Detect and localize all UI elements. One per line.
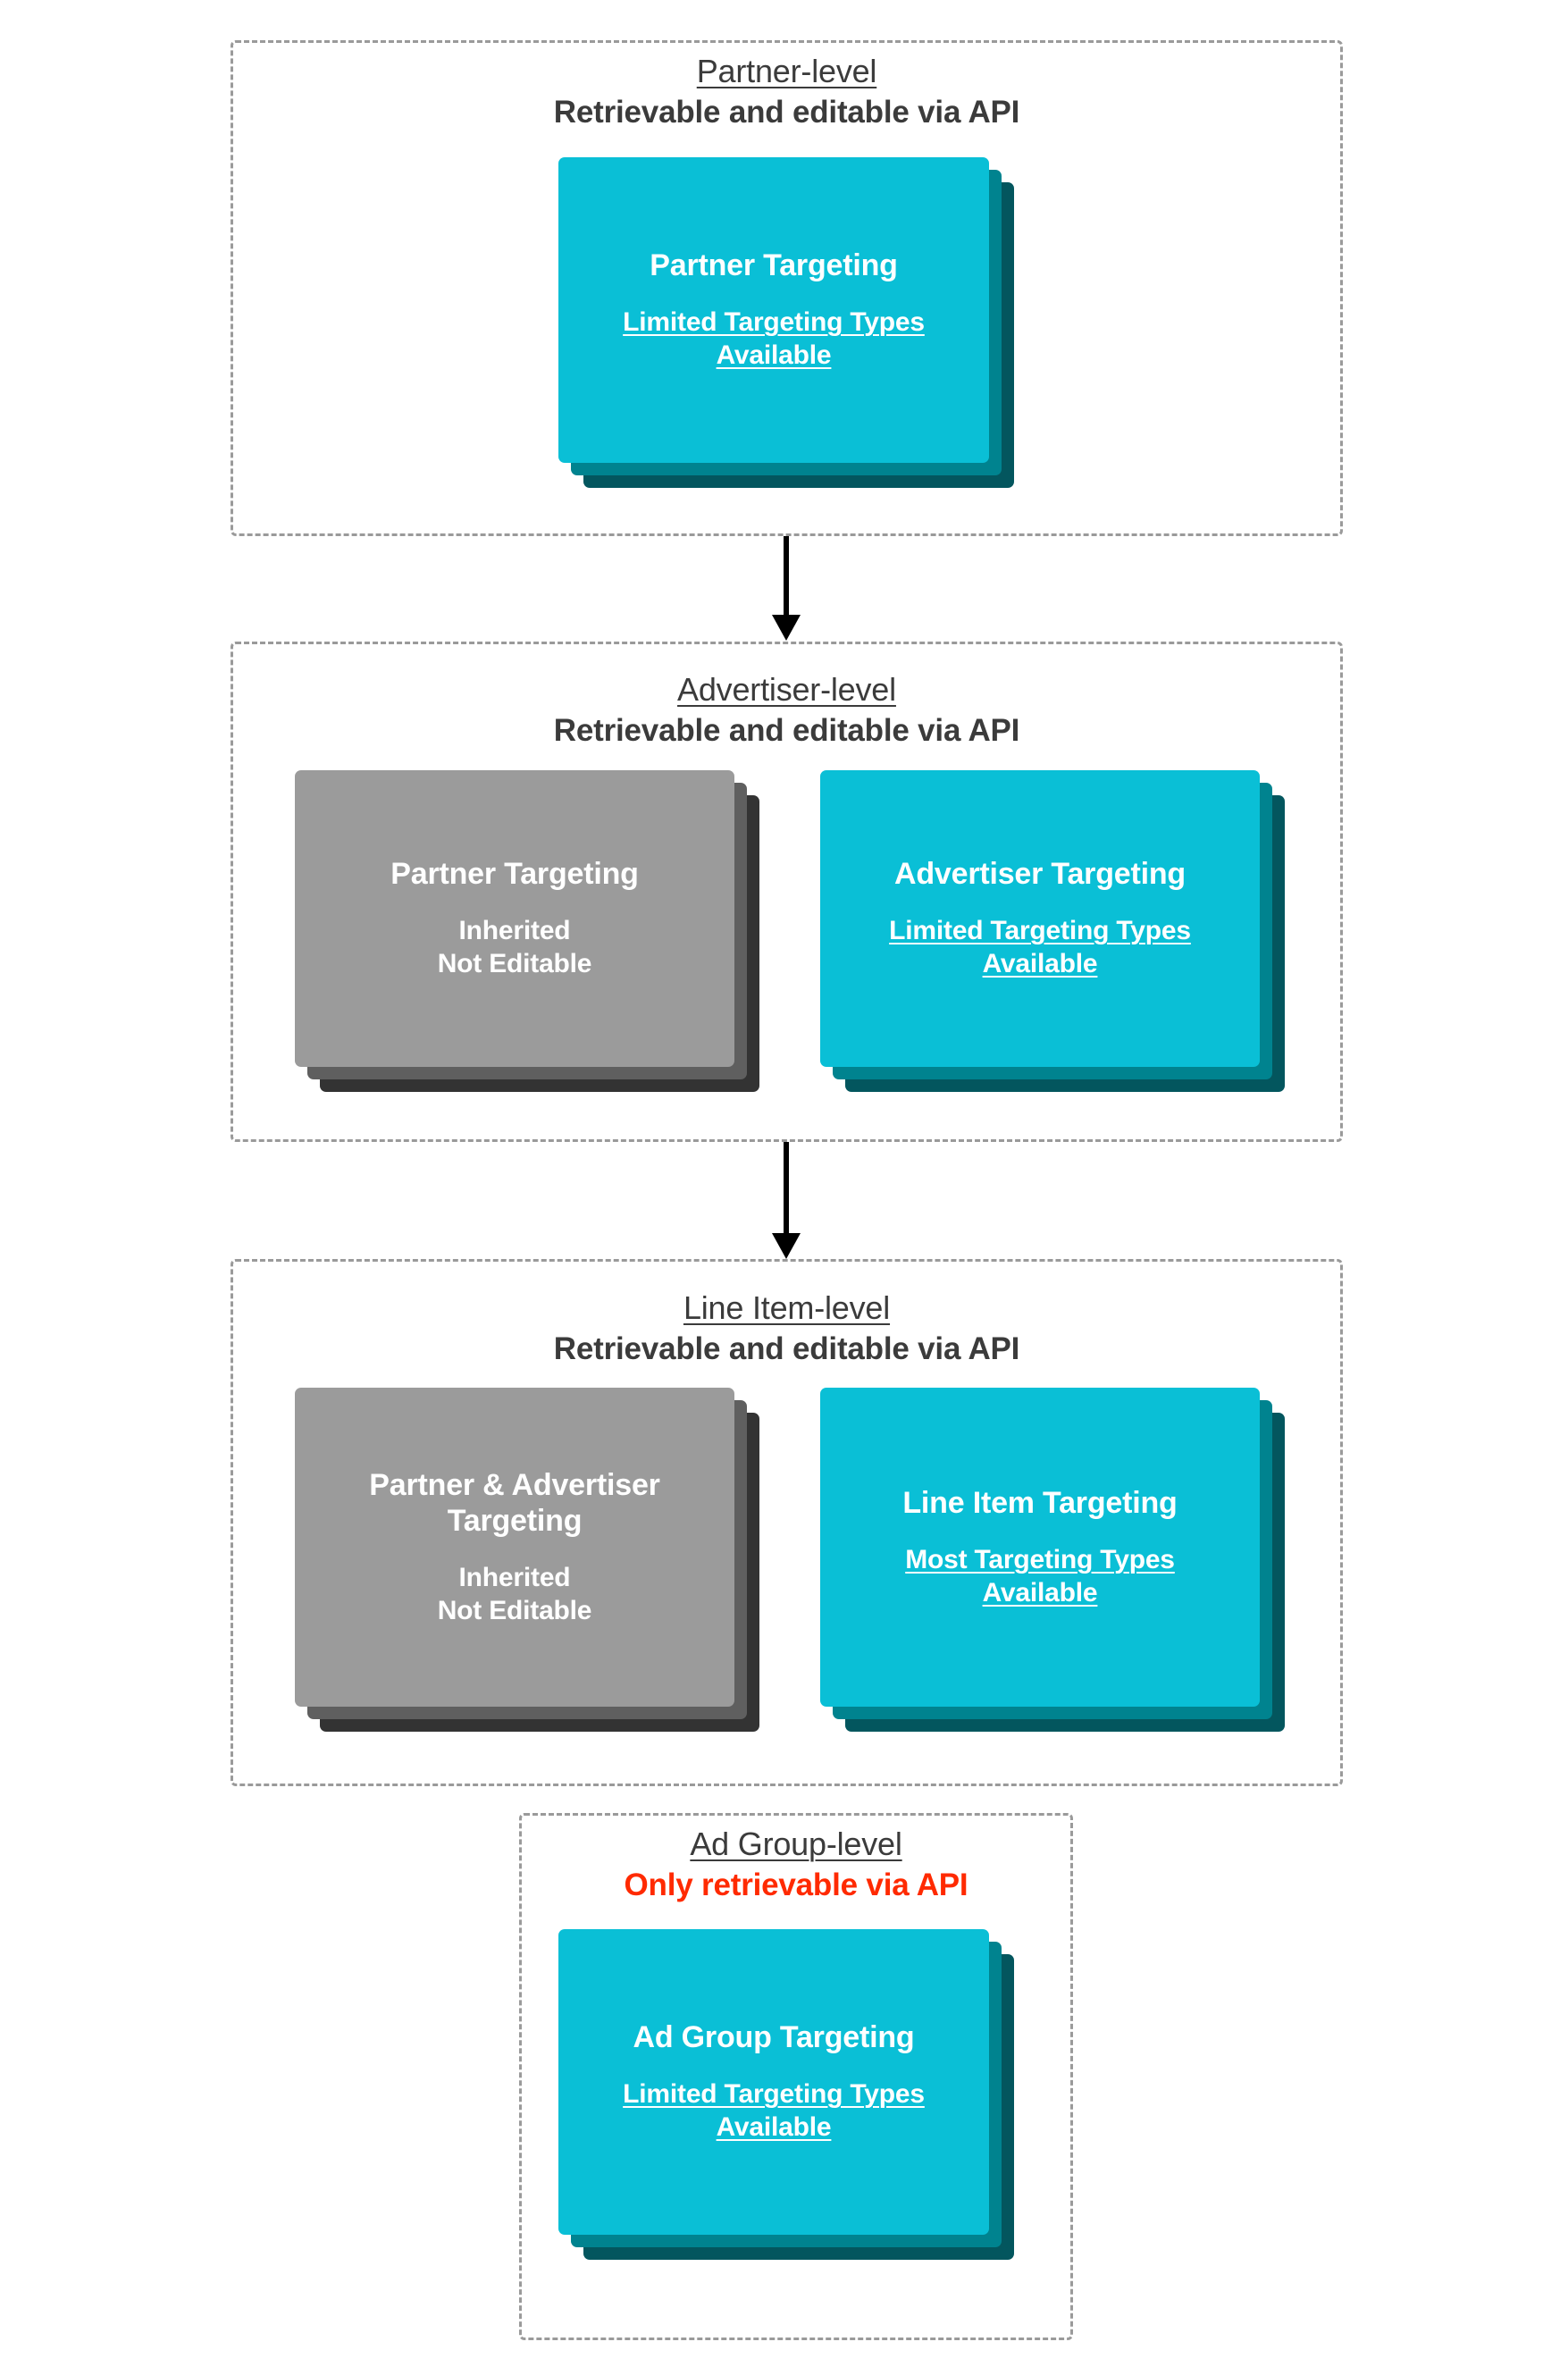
- card-layer-front: Partner Targeting Limited Targeting Type…: [558, 157, 989, 463]
- level-header-advertiser: Advertiser-level Retrievable and editabl…: [231, 670, 1343, 751]
- card-title: Partner Targeting: [650, 248, 898, 283]
- card-note: Inherited Not Editable: [438, 915, 592, 980]
- card-title: Ad Group Targeting: [633, 2020, 915, 2055]
- card-note-line1: Limited Targeting Types: [889, 916, 1191, 946]
- card-note: Limited Targeting Types Available: [623, 306, 925, 372]
- card-title: Partner Targeting: [390, 857, 639, 892]
- level-box-ad-group: [519, 1813, 1073, 2340]
- card-layer-front: Partner & Advertiser Targeting Inherited…: [295, 1388, 734, 1707]
- card-stack-partner-targeting[interactable]: Partner Targeting Limited Targeting Type…: [558, 157, 1014, 488]
- level-box-partner: [231, 40, 1343, 536]
- card-layer-front: Advertiser Targeting Limited Targeting T…: [820, 770, 1260, 1067]
- card-note-line1: Limited Targeting Types: [623, 2079, 925, 2110]
- level-header-line-item: Line Item-level Retrievable and editable…: [231, 1288, 1343, 1369]
- card-note-line2: Available: [716, 340, 832, 371]
- level-box-line-item: [231, 1259, 1343, 1786]
- card-layer-front: Ad Group Targeting Limited Targeting Typ…: [558, 1929, 989, 2235]
- card-note: Limited Targeting Types Available: [623, 2078, 925, 2144]
- card-note-line2: Available: [716, 2112, 832, 2143]
- card-title: Partner & Advertiser Targeting: [369, 1467, 660, 1538]
- card-stack-advertiser-targeting[interactable]: Advertiser Targeting Limited Targeting T…: [820, 770, 1285, 1119]
- level-title-line-item: Line Item-level: [683, 1289, 891, 1326]
- card-note-line2: Available: [982, 1577, 1098, 1607]
- card-stack-line-item-targeting[interactable]: Line Item Targeting Most Targeting Types…: [820, 1388, 1285, 1758]
- connector-partner-to-advertiser: [768, 536, 804, 642]
- level-header-ad-group: Ad Group-level Only retrievable via API: [519, 1825, 1073, 1905]
- level-subtitle-ad-group: Only retrievable via API: [624, 1867, 968, 1902]
- card-stack-ad-group-targeting[interactable]: Ad Group Targeting Limited Targeting Typ…: [558, 1929, 1014, 2260]
- card-note-line2: Not Editable: [437, 1595, 592, 1625]
- level-title-partner: Partner-level: [696, 53, 877, 89]
- level-box-advertiser: [231, 642, 1343, 1142]
- card-note-line1: Inherited: [458, 1563, 571, 1593]
- card-note-line1: Inherited: [458, 916, 571, 946]
- level-title-ad-group: Ad Group-level: [690, 1826, 902, 1862]
- level-subtitle-advertiser: Retrievable and editable via API: [553, 712, 1020, 748]
- card-note-line1: Most Targeting Types: [905, 1544, 1175, 1574]
- card-note: Limited Targeting Types Available: [889, 915, 1191, 980]
- card-note-line1: Limited Targeting Types: [623, 307, 925, 338]
- card-stack-line-item-inherited[interactable]: Partner & Advertiser Targeting Inherited…: [295, 1388, 759, 1758]
- card-title: Line Item Targeting: [902, 1485, 1178, 1520]
- card-layer-front: Partner Targeting Inherited Not Editable: [295, 770, 734, 1067]
- card-note: Most Targeting Types Available: [905, 1544, 1175, 1609]
- level-title-advertiser: Advertiser-level: [677, 671, 896, 708]
- card-note: Inherited Not Editable: [438, 1562, 592, 1627]
- card-stack-advertiser-partner-inherited[interactable]: Partner Targeting Inherited Not Editable: [295, 770, 759, 1119]
- level-header-partner: Partner-level Retrievable and editable v…: [231, 52, 1343, 132]
- card-note-line2: Not Editable: [437, 949, 592, 979]
- card-title: Advertiser Targeting: [893, 857, 1186, 892]
- card-layer-front: Line Item Targeting Most Targeting Types…: [820, 1388, 1260, 1707]
- level-subtitle-partner: Retrievable and editable via API: [553, 94, 1020, 130]
- card-note-line2: Available: [982, 949, 1098, 979]
- connector-advertiser-to-line-item: [768, 1142, 804, 1260]
- level-subtitle-line-item: Retrievable and editable via API: [553, 1330, 1020, 1366]
